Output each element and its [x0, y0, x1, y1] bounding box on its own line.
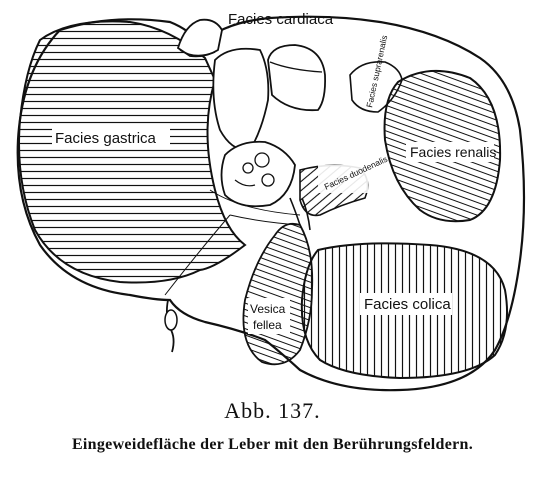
caudate-lobe [212, 47, 270, 152]
label-facies-renalis: Facies renalis [410, 144, 496, 160]
label-facies-gastrica: Facies gastrica [55, 130, 157, 147]
porta-hepatis [220, 140, 296, 208]
gastric-field [18, 20, 247, 284]
label-vesica-fellea-line2: fellea [253, 318, 282, 332]
cardiac-impression [176, 18, 223, 58]
figure-number: Abb. 137. [224, 398, 321, 423]
label-facies-colica: Facies colica [364, 296, 451, 313]
label-vesica-fellea-line1: Vesica [250, 302, 286, 316]
label-facies-cardiaca: Facies cardiaca [228, 11, 334, 28]
figure-caption: Eingeweidefläche der Leber mit den Berüh… [71, 436, 474, 453]
vena-cava [267, 44, 327, 112]
liver-outline [16, 15, 526, 392]
liver-visceral-surface-figure: Facies cardiaca Facies gastrica Facies s… [16, 11, 526, 392]
